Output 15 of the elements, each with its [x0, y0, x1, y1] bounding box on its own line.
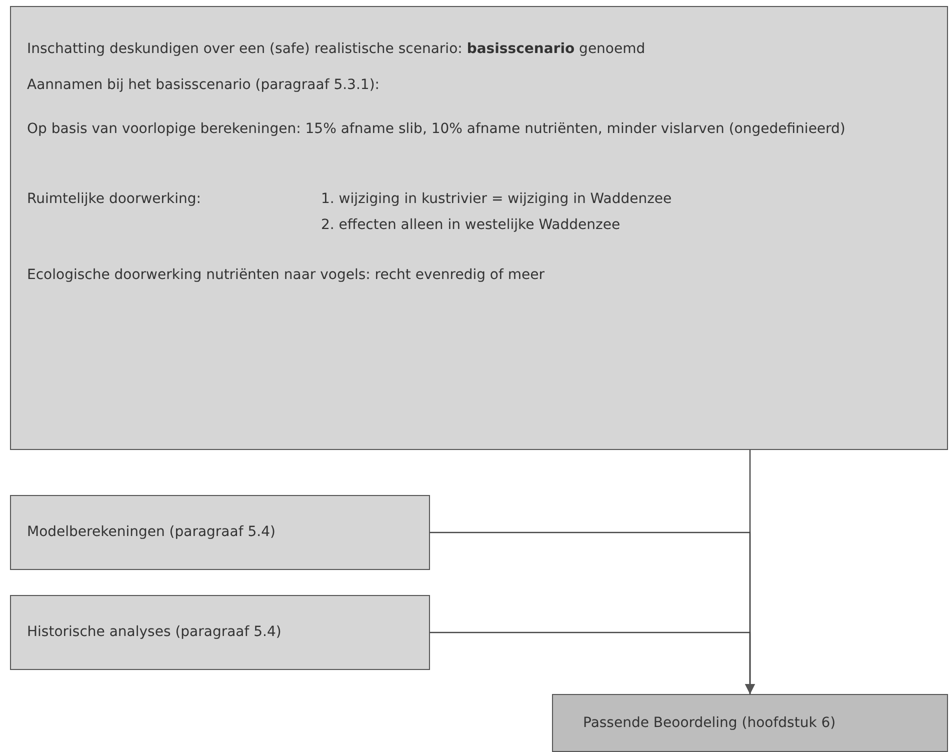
- box-text: Inschatting deskundigen over een (safe) realistische scenario: basisscenario genoemd: [27, 40, 646, 59]
- box-text: Modelberekeningen (paragraaf 5.4): [27, 523, 276, 542]
- box-text: Ruimtelijke doorwerking:: [27, 190, 202, 209]
- process-box: [552, 694, 948, 752]
- box-text: Historische analyses (paragraaf 5.4): [27, 623, 282, 642]
- box-text: 2. effecten alleen in westelijke Waddenzee: [321, 216, 620, 235]
- box-text: Op basis van voorlopige berekeningen: 15% afname slib, 10% afname nutriënten, minder vislarven (ongedefinieerd): [27, 120, 846, 139]
- connector-arrow: [430, 632, 755, 694]
- box-text: Aannamen bij het basisscenario (paragraaf 5.3.1):: [27, 76, 380, 95]
- process-box: [10, 595, 430, 670]
- box-text: Passende Beoordeling (hoofdstuk 6): [583, 714, 836, 733]
- box-text: Ecologische doorwerking nutriënten naar vogels: recht evenredig of meer: [27, 266, 544, 285]
- process-box: [10, 495, 430, 570]
- process-box: [10, 6, 948, 450]
- box-text: 1. wijziging in kustrivier = wijziging in Waddenzee: [321, 190, 672, 209]
